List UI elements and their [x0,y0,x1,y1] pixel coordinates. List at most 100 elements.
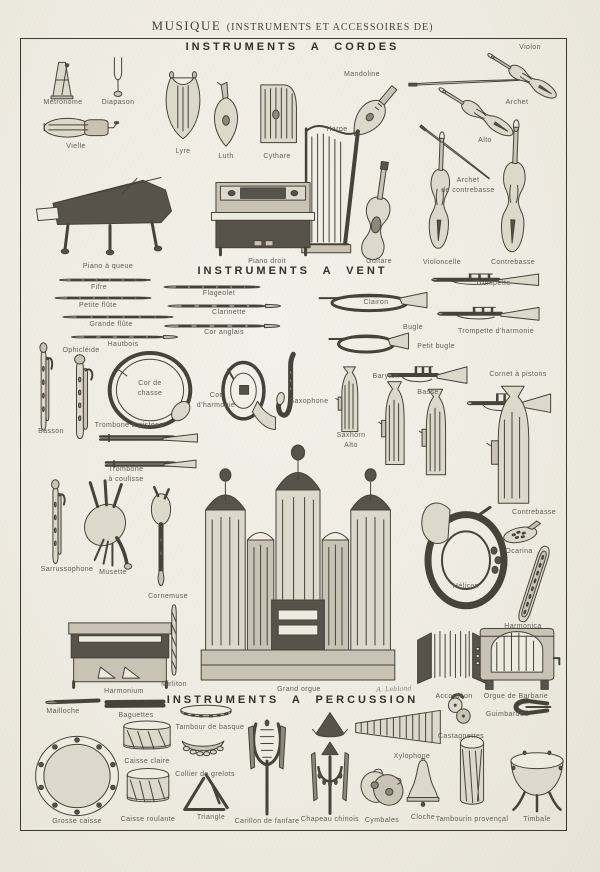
label-mandoline: Mandoline [344,71,380,79]
ophicleide-icon [73,353,94,440]
label-ophicleide: Ophicléide [62,347,100,355]
label-caisse_claire: Caisse claire [124,758,170,766]
label-piano_droit: Piano droit [248,258,286,266]
page-title-word: MUSIQUE [151,18,222,33]
section-heading-vent: INSTRUMENTS A VENT [197,265,388,277]
label-xylophone: Xylophone [393,753,431,761]
label-petite_flute: Petite flûte [79,302,117,310]
label-cornemuse: Cornemuse [148,593,188,601]
label-cornet: Cornet à pistons [489,371,547,379]
label-harpe: Harpe [326,126,348,134]
flageolet-icon [163,285,261,289]
label-baryton: Baryton [372,373,400,381]
label-archet: Archet [505,99,529,107]
cythare-icon [260,84,297,143]
section-heading-cordes: INSTRUMENTS A CORDES [185,41,400,53]
label-saxophone: Saxophone [289,398,329,406]
label-castagnettes: Castagnettes [437,733,485,741]
label-accordeon: Accordéon [435,693,473,701]
label-mirliton: Mirliton [161,681,187,689]
page-title: MUSIQUE (INSTRUMENTS ET ACCESSOIRES DE) [0,17,585,35]
label-trombone_c: Trombone à coulisse [108,466,144,483]
contrebasse_c-icon [499,118,529,253]
label-baguettes: Baguettes [118,712,154,720]
vielle-icon [43,117,119,138]
timbale-icon [510,750,564,813]
label-piano_queue: Piano à queue [82,263,134,271]
cloche-icon [406,758,440,807]
label-guimbarde: Guimbarde [485,711,525,719]
trombone_p-icon [98,432,199,444]
label-cymbales: Cymbales [364,817,400,825]
label-tambour_basque: Tambour de basque [175,724,245,732]
label-saxhorn: Saxhorn Alto [336,432,366,449]
label-archet_cb: Archet de contrebasse [441,177,495,194]
label-grande_flute: Grande flûte [89,321,133,329]
label-luth: Luth [218,153,234,161]
collier-icon [181,740,225,756]
label-flageolet: Flageolet [202,290,236,298]
grosse_caisse-icon [35,735,119,817]
caisse_roulante-icon [126,768,170,803]
archet_cb-icon [419,122,490,183]
label-orgue_barbarie: Orgue de Barbarie [483,693,549,701]
saxhorn-icon [335,366,359,433]
label-harmonium: Harmonium [104,688,144,696]
diapason-icon [113,57,123,97]
label-chapeau: Chapeau chinois [300,816,360,824]
cymbales-icon [357,768,407,809]
metronome-icon [50,62,74,100]
label-grosse_caisse: Grosse caisse [52,818,102,826]
label-trompette: Trompette [475,280,511,288]
label-guitare: Guitare [366,258,392,266]
basse-icon [418,388,447,476]
carillon-icon [246,718,288,816]
label-cloche: Cloche [410,814,436,822]
label-musette: Musette [99,569,127,577]
chapeau-icon [309,711,351,815]
page-title-paren: (INSTRUMENTS ET ACCESSOIRES DE) [226,22,434,33]
label-cor_harmonie: Cor d'harmonie [196,392,236,409]
label-triangle: Triangle [196,814,226,822]
piano_queue-icon [37,177,172,254]
harmonium-icon [66,621,174,690]
label-vielle: Vielle [66,143,86,151]
label-harmonica: Harmonica [504,623,542,631]
guitare-icon [359,159,398,262]
alto-icon [435,82,517,141]
label-contrebasse_v: Contrebasse [511,509,557,517]
label-grand_orgue: Grand orgue [277,686,321,694]
label-trombone_p: Trombone à pistons [94,422,164,430]
label-petit_bugle: Petit bugle [417,343,455,351]
label-cor_anglais: Cor anglais [204,329,244,337]
tambour_basque-icon [180,704,232,718]
plate-frame [20,38,567,831]
label-clairon: Clairon [363,299,389,307]
baryton-icon [378,381,405,465]
grand_orgue-icon [199,443,397,682]
trompette_h-icon [438,307,539,320]
label-mailloche: Mailloche [46,708,80,716]
cornemuse-icon [151,487,170,585]
label-metronome: Métronome [43,99,83,107]
label-collier: Collier de grelots [175,771,235,779]
label-ocarina: Ocarina [505,548,533,556]
orgue_barbarie-icon [479,627,561,691]
label-caisse_roulante: Caisse roulante [120,816,176,824]
label-fifre: Fifre [91,284,107,292]
bugle-icon [327,331,410,354]
section-heading-percussion: INSTRUMENTS A PERCUSSION [166,694,419,706]
petite_flute-icon [54,296,152,300]
label-contrebasse_c: Contrebasse [490,259,536,267]
archet-icon [408,79,520,87]
tambourin_p-icon [460,735,484,805]
label-violoncelle: Violoncelle [422,259,462,267]
label-sarrussophone: Sarrussophone [40,566,94,574]
hautbois-icon [70,334,179,340]
artist-signature: A. Leblond [376,684,412,694]
label-bugle: Bugle [403,324,423,332]
label-hautbois: Hautbois [107,341,139,349]
label-helicon: Hélicon [452,583,480,591]
label-cythare: Cythare [263,153,291,161]
